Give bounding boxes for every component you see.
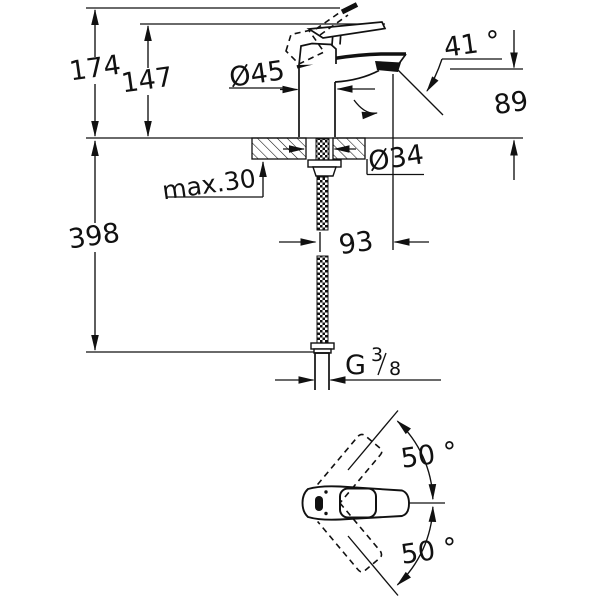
mounting-washer (307, 159, 342, 168)
dim-label-lever-angle: 41 ° (442, 25, 502, 64)
lever-blade (306, 21, 387, 39)
swivel-arc-up (396, 420, 437, 501)
dim-label-outlet-height: 89 (492, 86, 530, 121)
hose-upper-segment (316, 176, 329, 231)
handle-dot-top (324, 490, 328, 494)
dim-label-height-to-hose-end: 398 (66, 218, 121, 256)
dim-hole-diameter: Ø34 (283, 139, 426, 178)
lever-dome-raised-dashed (285, 29, 326, 65)
threaded-shank (315, 138, 330, 161)
lever-blade-raised-edge-front (319, 14, 349, 36)
supply-hose (310, 138, 335, 390)
spout-swivel-arrow (353, 99, 378, 120)
handle-swivel-up-dashed (316, 433, 383, 504)
plan-view: 50 ° 50 ° (301, 410, 459, 596)
dim-label-height-to-lever: 147 (119, 62, 174, 100)
handle-recess (339, 487, 377, 519)
thread-numerator: 3 (371, 344, 383, 366)
hose-lower-segment (316, 255, 329, 345)
lever-blade-raised-edge-back (315, 8, 345, 30)
dim-max-mounting-thickness: max.30 (160, 161, 267, 206)
mounting-nut (312, 166, 337, 177)
handle-swivel-down-dashed (316, 502, 383, 573)
handle-dot-bottom (324, 511, 328, 516)
faucet-body (296, 21, 407, 137)
side-view: 174 147 398 Ø45 41 ° (66, 2, 530, 390)
dim-spout-reach: 93 (279, 226, 429, 261)
handle-cap-detail (315, 496, 323, 511)
dim-label-total-height: 174 (67, 50, 122, 88)
dim-label-swivel-down: 50 ° (399, 532, 459, 571)
dim-label-max-thickness: max.30 (160, 164, 257, 206)
swivel-limit-line-down (347, 535, 399, 596)
dim-body-diameter: Ø45 (227, 55, 375, 94)
lever-raised-position (285, 2, 359, 65)
fraction-slash (377, 352, 387, 376)
spout-underside (334, 69, 380, 83)
leader-curve-arrow (426, 58, 443, 92)
countertop-section (251, 137, 366, 177)
aerator (375, 61, 401, 72)
dim-thread-size: G 3 8 (275, 344, 441, 384)
hose-connector-flange (310, 342, 335, 350)
thread-denominator: 8 (389, 358, 401, 380)
dim-label-swivel-up: 50 ° (399, 436, 459, 475)
dim-label-body-diameter: Ø45 (227, 55, 286, 93)
connection-tube (314, 352, 330, 390)
dim-height-to-lever: 147 (119, 25, 175, 137)
deck-hatch-left (251, 137, 307, 160)
thread-prefix: G (345, 350, 366, 381)
lever-blade-raised-tip (340, 2, 359, 15)
dim-lever-angle: 41 ° (353, 25, 502, 120)
dim-total-height: 174 (67, 9, 123, 137)
stream-direction-line (395, 67, 444, 116)
swivel-limit-line-up (347, 410, 399, 471)
dim-label-spout-reach: 93 (337, 226, 375, 261)
swivel-arc-down (396, 505, 437, 586)
dim-label-hole-diameter: Ø34 (366, 139, 425, 177)
dim-outlet-height: 89 (492, 30, 530, 180)
dim-height-to-hose-end: 398 (66, 140, 122, 351)
